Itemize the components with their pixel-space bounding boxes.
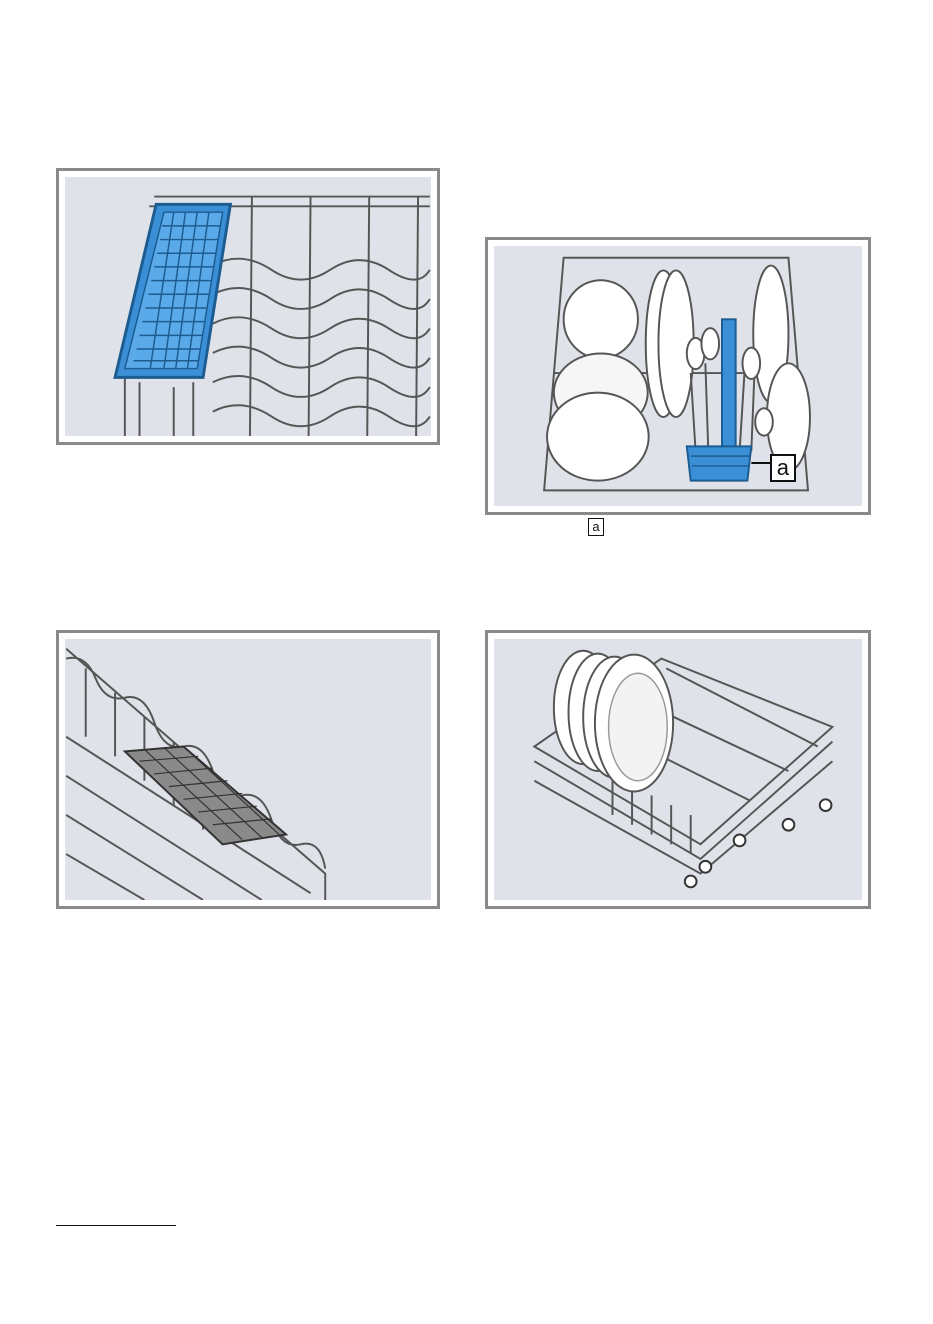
- wheels: [685, 799, 832, 887]
- cutlery-tray-illustration: [65, 177, 431, 436]
- folding-insert-illustration: [65, 639, 431, 900]
- plates: [554, 651, 673, 792]
- reference-label: a: [588, 518, 604, 536]
- lower-rack-illustration: [494, 639, 862, 900]
- bowls: [547, 280, 649, 480]
- callout-label: a: [770, 454, 796, 482]
- figure-lower-rack-plates: [485, 630, 871, 909]
- figure-folding-insert: [56, 630, 440, 909]
- figure-cutlery-basket: a: [485, 237, 871, 515]
- cutlery-basket-illustration: [494, 246, 862, 506]
- cutlery-tray: [115, 204, 230, 377]
- footnote-rule: [56, 1225, 176, 1226]
- figure-cutlery-tray: [56, 168, 440, 445]
